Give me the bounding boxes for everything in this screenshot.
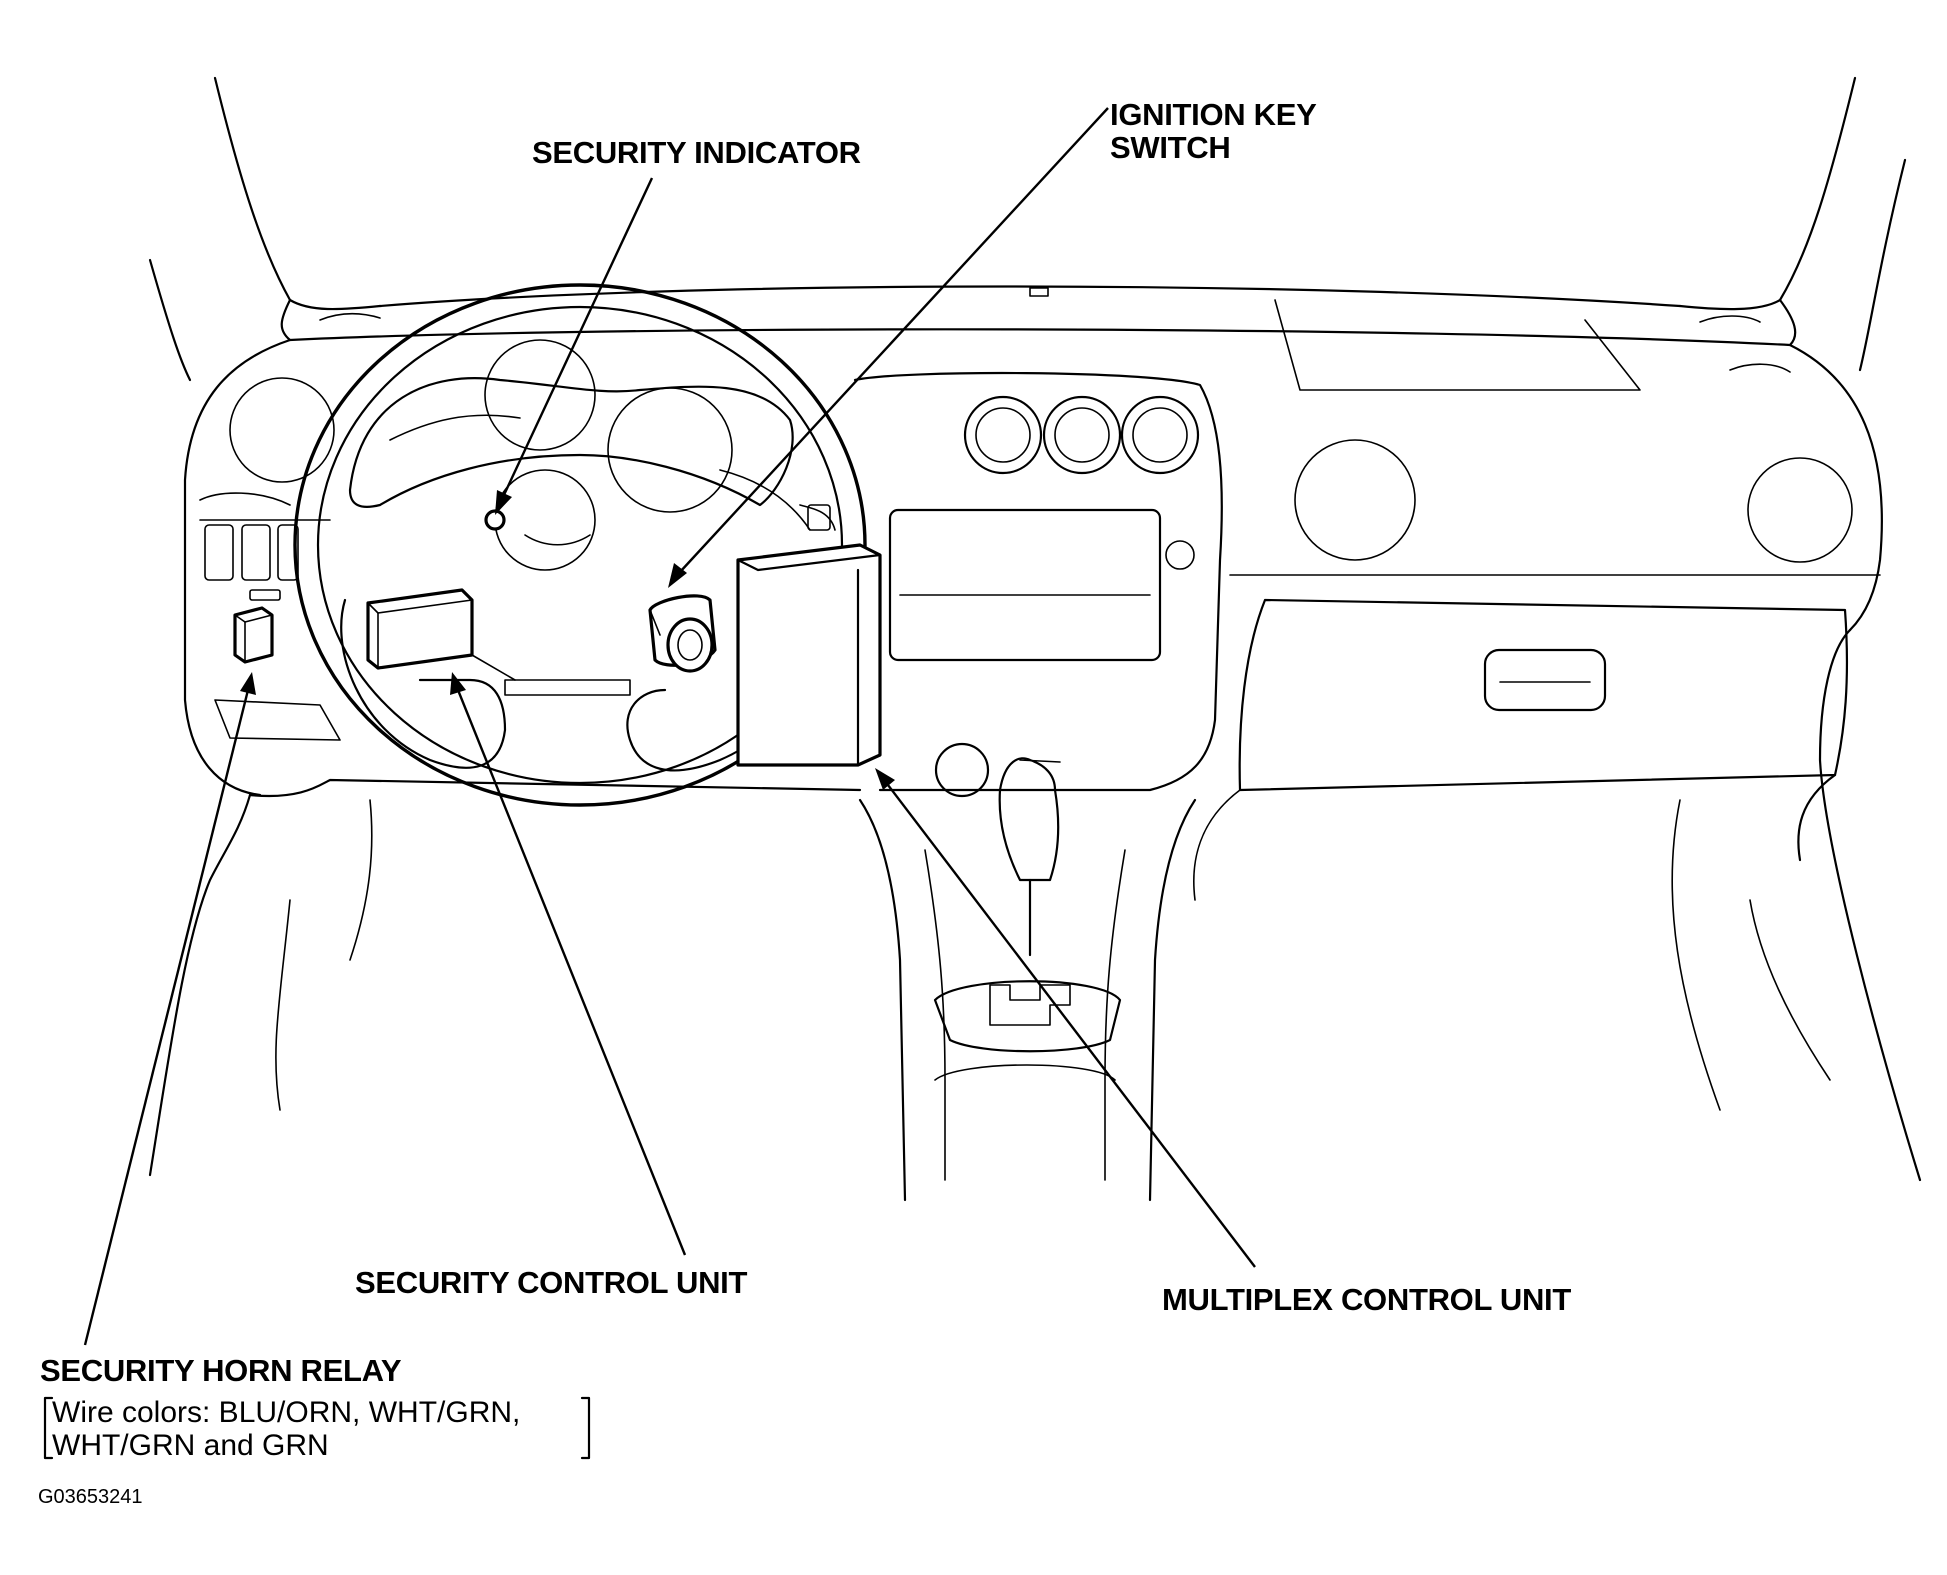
- note-brackets: [43, 1396, 591, 1460]
- floor-console: [858, 757, 1197, 1202]
- arrowhead-ignition-key-switch: [668, 563, 687, 588]
- steering-wheel: [293, 283, 867, 807]
- leader-security-control-unit: [456, 689, 687, 1256]
- arrowhead-security-indicator: [495, 490, 512, 515]
- leader-security-horn-relay: [83, 689, 250, 1346]
- leader-lines: [83, 107, 1256, 1346]
- label-multiplex-control-unit: MULTIPLEX CONTROL UNIT: [1162, 1282, 1572, 1317]
- figure-id: G03653241: [38, 1486, 143, 1508]
- passenger-dash: [1193, 439, 1881, 901]
- left-dash: [183, 338, 811, 797]
- wire-colors-note-line1: Wire colors: BLU/ORN, WHT/GRN,: [52, 1396, 521, 1429]
- label-ignition-key-switch-line2: SWITCH: [1110, 130, 1231, 165]
- arrowhead-security-horn-relay: [240, 672, 256, 695]
- leader-security-indicator: [501, 177, 654, 498]
- ignition-key-switch: [648, 594, 717, 673]
- lower-dash: [148, 628, 1922, 1182]
- windshield-outline: [148, 76, 1907, 382]
- center-stack: [853, 371, 1223, 798]
- label-security-indicator: SECURITY INDICATOR: [532, 135, 861, 170]
- label-security-horn-relay: SECURITY HORN RELAY: [40, 1353, 402, 1388]
- wire-colors-note-line2: WHT/GRN and GRN: [52, 1429, 329, 1462]
- wire-colors-note: Wire colors: BLU/ORN, WHT/GRN, WHT/GRN a…: [52, 1396, 520, 1462]
- security-control-unit: [366, 588, 516, 681]
- security-horn-relay: [233, 606, 274, 664]
- label-ignition-key-switch-line1: IGNITION KEY: [1110, 97, 1317, 132]
- leader-ignition-key-switch: [679, 107, 1109, 573]
- security-indicator: [484, 509, 506, 531]
- label-ignition-key-switch: IGNITION KEY SWITCH: [1110, 98, 1317, 164]
- multiplex-control-unit: [736, 543, 882, 767]
- label-security-control-unit: SECURITY CONTROL UNIT: [355, 1265, 748, 1300]
- leader-multiplex-control-unit: [887, 784, 1256, 1268]
- arrowhead-security-control-unit: [450, 672, 466, 695]
- arrowhead-multiplex-control-unit: [875, 768, 895, 790]
